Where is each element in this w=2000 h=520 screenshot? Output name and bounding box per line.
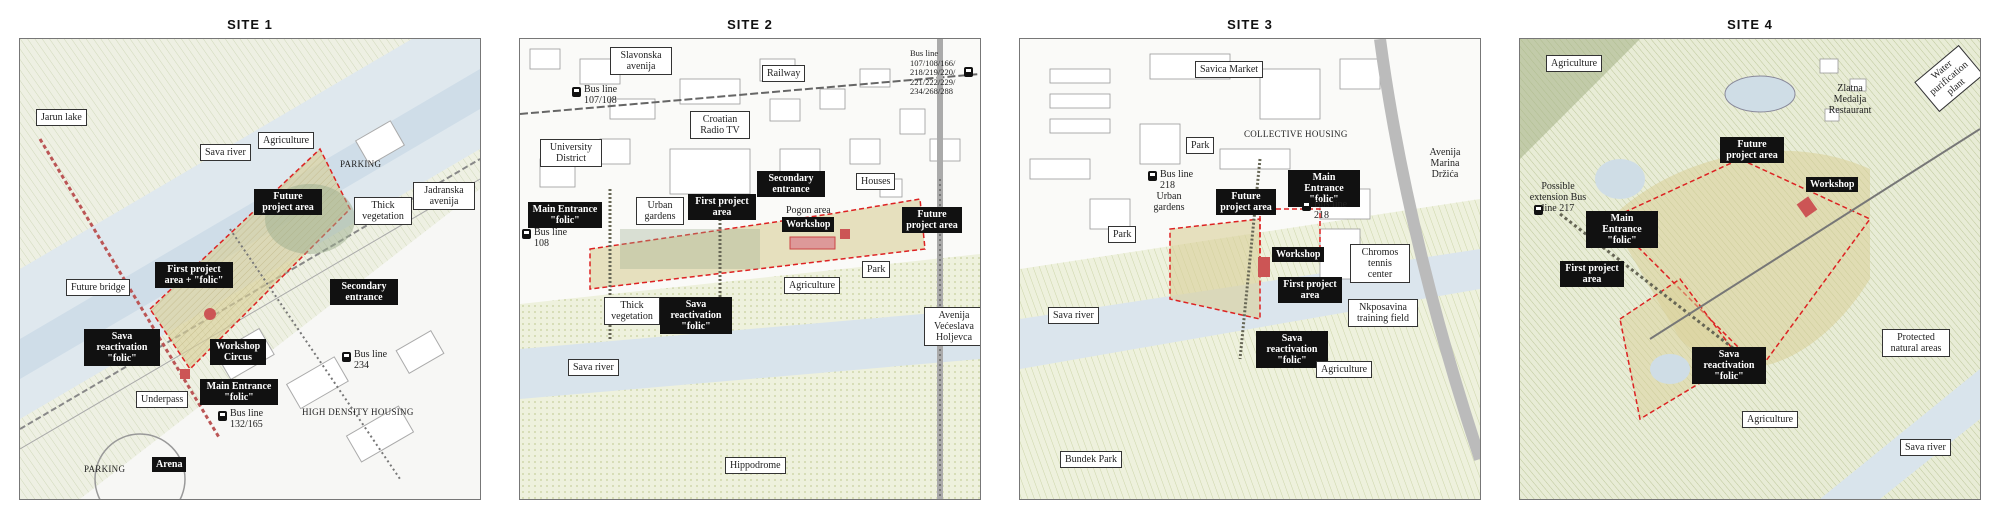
label-avenija-holjevca: Avenija Većeslava Holjevca (924, 307, 980, 346)
label-future-project-area: Future project area (902, 207, 962, 233)
site-2-title: SITE 2 (727, 17, 773, 32)
bus-icon (218, 411, 227, 421)
site-3-basemap (1020, 39, 1480, 499)
bus-icon (1148, 171, 1157, 181)
label-arena: Arena (152, 457, 187, 472)
label-workshop: Workshop (1272, 247, 1325, 262)
label-bundek-park: Bundek Park (1060, 451, 1122, 468)
label-bus-line-234: Bus line 234 (354, 349, 388, 371)
label-parking-bottom: PARKING (84, 464, 126, 474)
label-jadranska-avenija: Jadranska avenija (413, 182, 475, 210)
label-future-project-area: Future project area (1216, 189, 1276, 215)
label-possible-extension: Possible extension Bus line 217 (1529, 181, 1587, 214)
label-first-project-area: First project area (1278, 277, 1342, 303)
label-sava-reactivation: Sava reactivation "folic" (84, 329, 160, 366)
label-chromos-tennis-center: Chromos tennis center (1350, 244, 1410, 283)
site-1-basemap (20, 39, 480, 499)
label-parking-top: PARKING (340, 159, 382, 169)
label-agriculture-top: Agriculture (1546, 55, 1603, 72)
label-park: Park (862, 261, 891, 278)
label-bus-line-218-a: Bus line 218 (1160, 169, 1194, 191)
site-4-title: SITE 4 (1727, 17, 1773, 32)
label-workshop-circus: Workshop Circus (210, 339, 266, 365)
label-secondary-entrance: Secondary entrance (757, 171, 825, 197)
label-savica-market: Savica Market (1195, 61, 1264, 78)
label-future-project-area: Future project area (1720, 137, 1784, 163)
label-workshop: Workshop (782, 217, 835, 232)
bus-icon (522, 229, 531, 239)
site-1-map: Jarun lake Sava river Agriculture PARKIN… (19, 38, 481, 500)
label-sava-reactivation: Sava reactivation "folic" (1692, 347, 1766, 384)
label-underpass: Underpass (136, 391, 189, 408)
label-railway: Railway (762, 65, 806, 82)
label-main-entrance: Main Entrance "folic" (1586, 211, 1658, 248)
label-park-top: Park (1186, 137, 1215, 154)
label-agriculture: Agriculture (1316, 361, 1373, 378)
label-thick-vegetation: Thick vegetation (604, 297, 660, 325)
bus-icon (964, 67, 973, 77)
label-bus-lines-many: Bus line 107/108/166/ 218/219/220/ 221/2… (910, 48, 956, 96)
label-nkposavina-training-field: Nkposavina training field (1348, 299, 1418, 327)
bus-icon (1534, 205, 1543, 215)
label-bus-line-108: Bus line 108 (534, 227, 568, 249)
label-main-entrance: Main Entrance "folic" (1288, 170, 1360, 207)
label-hippodrome: Hippodrome (725, 457, 786, 474)
label-urban-gardens: Urban gardens (636, 197, 684, 225)
label-zlatna-medalja-restaurant: Zlatna Medalja Restaurant (1828, 83, 1872, 116)
label-avenija-marina-drzica: Avenija Marina Držića (1429, 147, 1461, 180)
label-secondary-entrance: Secondary entrance (330, 279, 398, 305)
label-sava-river: Sava river (1048, 307, 1099, 324)
label-first-project-area: First project area + "folic" (155, 262, 233, 288)
label-slavonska-avenija: Slavonska avenija (610, 47, 672, 75)
label-croatian-radio-tv: Croatian Radio TV (690, 111, 750, 139)
bus-icon (342, 352, 351, 362)
site-4-map: Agriculture Zlatna Medalja Restaurant Wa… (1519, 38, 1981, 500)
label-urban-gardens: Urban gardens (1153, 191, 1185, 213)
bus-icon (572, 87, 581, 97)
site-3-title: SITE 3 (1227, 17, 1273, 32)
label-university-district: University District (540, 139, 602, 167)
site-1-title: SITE 1 (227, 17, 273, 32)
bus-icon (1302, 201, 1311, 211)
label-bus-line-218-b: Bus line 218 (1314, 199, 1348, 221)
label-first-project-area: First project area (1560, 261, 1624, 287)
label-agriculture: Agriculture (258, 132, 315, 149)
label-houses: Houses (856, 173, 896, 190)
label-sava-river: Sava river (200, 144, 251, 161)
label-protected-natural-areas: Protected natural areas (1882, 329, 1950, 357)
label-agriculture: Agriculture (1742, 411, 1799, 428)
label-sava-river: Sava river (1900, 439, 1951, 456)
site-2-basemap (520, 39, 980, 499)
label-high-density-housing: HIGH DENSITY HOUSING (302, 407, 414, 417)
label-sava-river: Sava river (568, 359, 619, 376)
label-agriculture: Agriculture (784, 277, 841, 294)
site-2-map: Slavonska avenija Bus line 107/108 Railw… (519, 38, 981, 500)
label-jarun-lake: Jarun lake (36, 109, 87, 126)
label-future-project-area: Future project area (254, 189, 322, 215)
label-main-entrance: Main Entrance "folic" (528, 202, 602, 228)
label-thick-vegetation: Thick vegetation (354, 197, 412, 225)
site-3-map: Savica Market Park COLLECTIVE HOUSING Av… (1019, 38, 1481, 500)
label-collective-housing: COLLECTIVE HOUSING (1244, 129, 1348, 139)
label-main-entrance: Main Entrance "folic" (200, 379, 278, 405)
label-first-project-area: First project area (688, 194, 756, 220)
label-bus-line-132-165: Bus line 132/165 (230, 408, 264, 430)
label-pogon-area: Pogon area (786, 205, 831, 216)
label-bus-line-107-108: Bus line 107/108 (584, 84, 618, 106)
label-sava-reactivation: Sava reactivation "folic" (660, 297, 732, 334)
label-park: Park (1108, 226, 1137, 243)
label-future-bridge: Future bridge (66, 279, 131, 296)
label-workshop: Workshop (1806, 177, 1859, 192)
